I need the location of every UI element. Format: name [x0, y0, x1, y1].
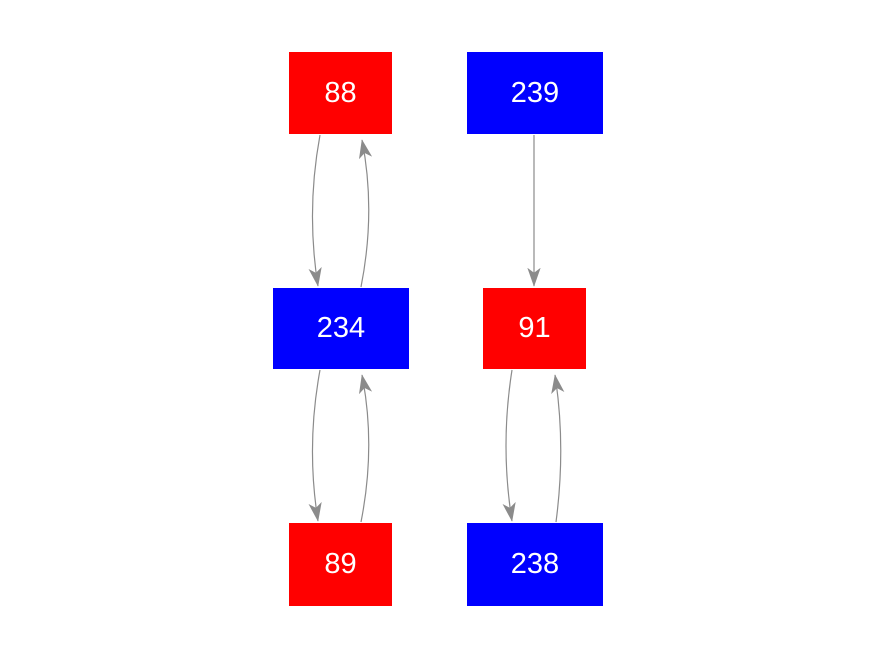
edge-88-to-234: [308, 134, 322, 287]
node-88: 88: [289, 52, 392, 134]
node-label: 91: [518, 312, 551, 344]
node-234: 234: [273, 288, 409, 369]
edge-234-to-88: [359, 139, 373, 288]
node-label: 239: [510, 76, 560, 109]
node-label: 234: [316, 312, 366, 344]
node-91: 91: [483, 288, 586, 369]
edge-238-to-91: [551, 374, 565, 523]
node-239: 239: [467, 52, 603, 134]
node-89: 89: [289, 523, 392, 606]
node-label: 238: [510, 548, 560, 580]
node-label: 88: [324, 76, 357, 109]
edge-89-to-234: [359, 374, 373, 523]
edge-234-to-89: [308, 369, 322, 522]
node-238: 238: [467, 523, 603, 606]
node-label: 89: [324, 548, 357, 580]
edge-91-to-238: [502, 369, 516, 522]
